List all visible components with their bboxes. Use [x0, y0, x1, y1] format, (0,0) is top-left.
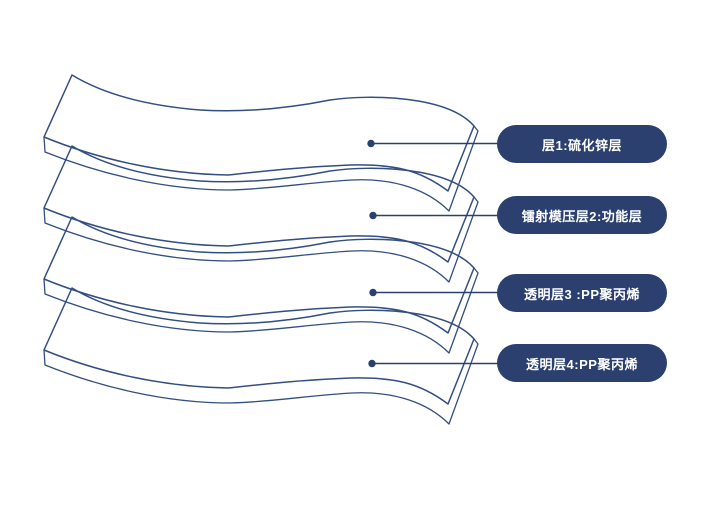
layer-label-pill-3: 透明层3 :PP聚丙烯: [497, 274, 667, 312]
callout-dot-1: [367, 139, 375, 148]
layer-label-3: 透明层3 :PP聚丙烯: [523, 286, 640, 302]
layer-label-pill-2: 镭射模压层2:功能层: [497, 196, 667, 234]
callout-dot-4: [368, 359, 376, 368]
layer-label-4: 透明层4:PP聚丙烯: [526, 356, 638, 372]
layer-label-pill-4: 透明层4:PP聚丙烯: [497, 344, 667, 382]
layer-label-1: 层1:硫化锌层: [541, 137, 623, 153]
layer-label-2: 镭射模压层2:功能层: [521, 208, 643, 224]
sheet-layer-3: [43, 216, 479, 354]
layer-label-pill-1: 层1:硫化锌层: [497, 125, 667, 163]
sheet-layer-4: [43, 287, 479, 425]
callout-dot-3: [369, 288, 377, 297]
callout-dot-2: [369, 211, 377, 220]
sheet-layer-2: [43, 145, 479, 283]
